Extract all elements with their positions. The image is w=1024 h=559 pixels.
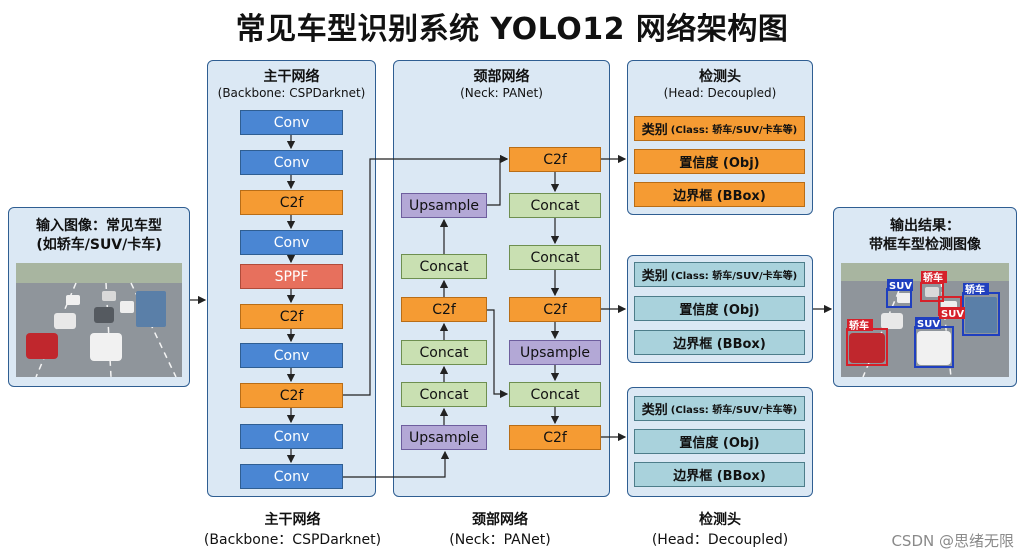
footer-backbone: 主干网络 (Backbone：CSPDarknet)	[195, 509, 390, 549]
footer-neck: 颈部网络 (Neck：PANet)	[400, 509, 600, 549]
footer-head-title: 检测头	[699, 512, 741, 528]
head3-conf: 置信度 (Obj)	[634, 429, 805, 454]
diagram-title: 常见车型识别系统 YOLO12 网络架构图	[235, 12, 789, 47]
neck-right-upsample: Upsample	[509, 340, 601, 365]
input-subtitle: (如轿车/SUV/卡车)	[36, 237, 162, 253]
footer-head: 检测头 (Head：Decoupled)	[625, 509, 815, 549]
head3-class-label: 类别	[641, 403, 668, 418]
footer-neck-title: 颈部网络	[472, 512, 528, 528]
backbone-conv-3: Conv	[240, 230, 343, 255]
input-traffic-image	[16, 263, 182, 377]
neck-title: 颈部网络	[473, 69, 530, 85]
head-subtitle: (Head: Decoupled)	[663, 86, 777, 100]
input-panel: 输入图像：常见车型 (如轿车/SUV/卡车)	[8, 207, 190, 387]
footer-backbone-title: 主干网络	[264, 512, 321, 528]
backbone-conv-5: Conv	[240, 424, 343, 449]
input-title: 输入图像：常见车型	[36, 218, 162, 234]
backbone-sppf: SPPF	[240, 264, 343, 289]
output-label-6: 轿车	[965, 283, 985, 296]
neck-left-concat-3: Concat	[401, 382, 487, 407]
output-panel: 输出结果： 带框车型检测图像	[833, 207, 1017, 387]
output-label-5: SUV	[917, 319, 940, 330]
output-subtitle: 带框车型检测图像	[869, 237, 981, 253]
watermark: CSDN @思绪无限	[891, 532, 1014, 550]
backbone-conv-1: Conv	[240, 110, 343, 135]
backbone-c2f-3: C2f	[240, 383, 343, 408]
footer-head-subtitle: (Head：Decoupled)	[651, 532, 789, 548]
neck-left-c2f: C2f	[401, 297, 487, 322]
head3-bbox: 边界框 (BBox)	[634, 462, 805, 487]
head2-conf: 置信度 (Obj)	[634, 296, 805, 321]
neck-right-concat-1: Concat	[509, 193, 601, 218]
footer-neck-subtitle: (Neck：PANet)	[449, 532, 551, 548]
backbone-conv-6: Conv	[240, 464, 343, 489]
head1-class-detail: (Class: 轿车/SUV/卡车等)	[670, 125, 798, 136]
head-title: 检测头	[699, 69, 741, 85]
head2-class-label: 类别	[641, 269, 668, 284]
head3-class-detail: (Class: 轿车/SUV/卡车等)	[670, 405, 798, 416]
neck-right-c2f-2: C2f	[509, 297, 601, 322]
head1-class-label: 类别	[641, 123, 668, 138]
backbone-conv-2: Conv	[240, 150, 343, 175]
neck-left-upsample-1: Upsample	[401, 193, 487, 218]
neck-right-c2f-1: C2f	[509, 147, 601, 172]
backbone-c2f-2: C2f	[240, 304, 343, 329]
output-label-4: SUV	[941, 309, 964, 320]
output-detection-image: 轿车 SUV 轿车 SUV 轿车 SUV	[841, 263, 1009, 377]
head2-class: 类别(Class: 轿车/SUV/卡车等)	[634, 262, 805, 287]
neck-left-concat-1: Concat	[401, 254, 487, 279]
neck-right-c2f-3: C2f	[509, 425, 601, 450]
head1-conf: 置信度 (Obj)	[634, 149, 805, 174]
head2-class-detail: (Class: 轿车/SUV/卡车等)	[670, 271, 798, 282]
output-label-2: 轿车	[849, 319, 869, 332]
neck-right-concat-2: Concat	[509, 245, 601, 270]
footer-backbone-subtitle: (Backbone：CSPDarknet)	[203, 532, 382, 548]
head1-class: 类别(Class: 轿车/SUV/卡车等)	[634, 116, 805, 141]
neck-left-upsample-2: Upsample	[401, 425, 487, 450]
head1-bbox: 边界框 (BBox)	[634, 182, 805, 207]
neck-subtitle: (Neck: PANet)	[460, 86, 543, 100]
backbone-conv-4: Conv	[240, 343, 343, 368]
backbone-subtitle: (Backbone: CSPDarknet)	[217, 86, 366, 100]
backbone-title: 主干网络	[263, 69, 320, 85]
neck-left-concat-2: Concat	[401, 340, 487, 365]
output-title: 输出结果：	[890, 218, 960, 234]
backbone-c2f-1: C2f	[240, 190, 343, 215]
head2-bbox: 边界框 (BBox)	[634, 330, 805, 355]
neck-right-concat-3: Concat	[509, 382, 601, 407]
output-label-1: SUV	[889, 281, 912, 292]
head3-class: 类别(Class: 轿车/SUV/卡车等)	[634, 396, 805, 421]
output-label-3: 轿车	[923, 271, 943, 284]
